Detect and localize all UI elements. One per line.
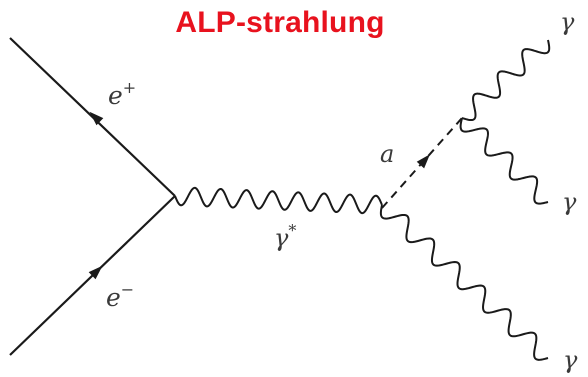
electron-arrow-icon	[88, 265, 103, 280]
positron-label: e+	[108, 78, 136, 110]
photon-bottom-wave	[379, 204, 549, 361]
alp-arrow-icon	[416, 154, 430, 169]
virtual-photon-wave	[174, 186, 383, 215]
positron-arrow-icon	[89, 111, 104, 126]
alp-label: a	[380, 140, 394, 168]
photon-mid-label: γ	[562, 188, 577, 216]
electron-label: e−	[106, 280, 134, 312]
virtual-photon-label: γ*	[274, 221, 296, 252]
photon-bottom-label: γ	[563, 346, 578, 374]
diagram-title: ALP-strahlung	[175, 6, 385, 39]
photon-top-wave	[461, 39, 551, 122]
photon-top-label: γ	[560, 8, 575, 36]
photon-mid-wave	[459, 117, 549, 205]
